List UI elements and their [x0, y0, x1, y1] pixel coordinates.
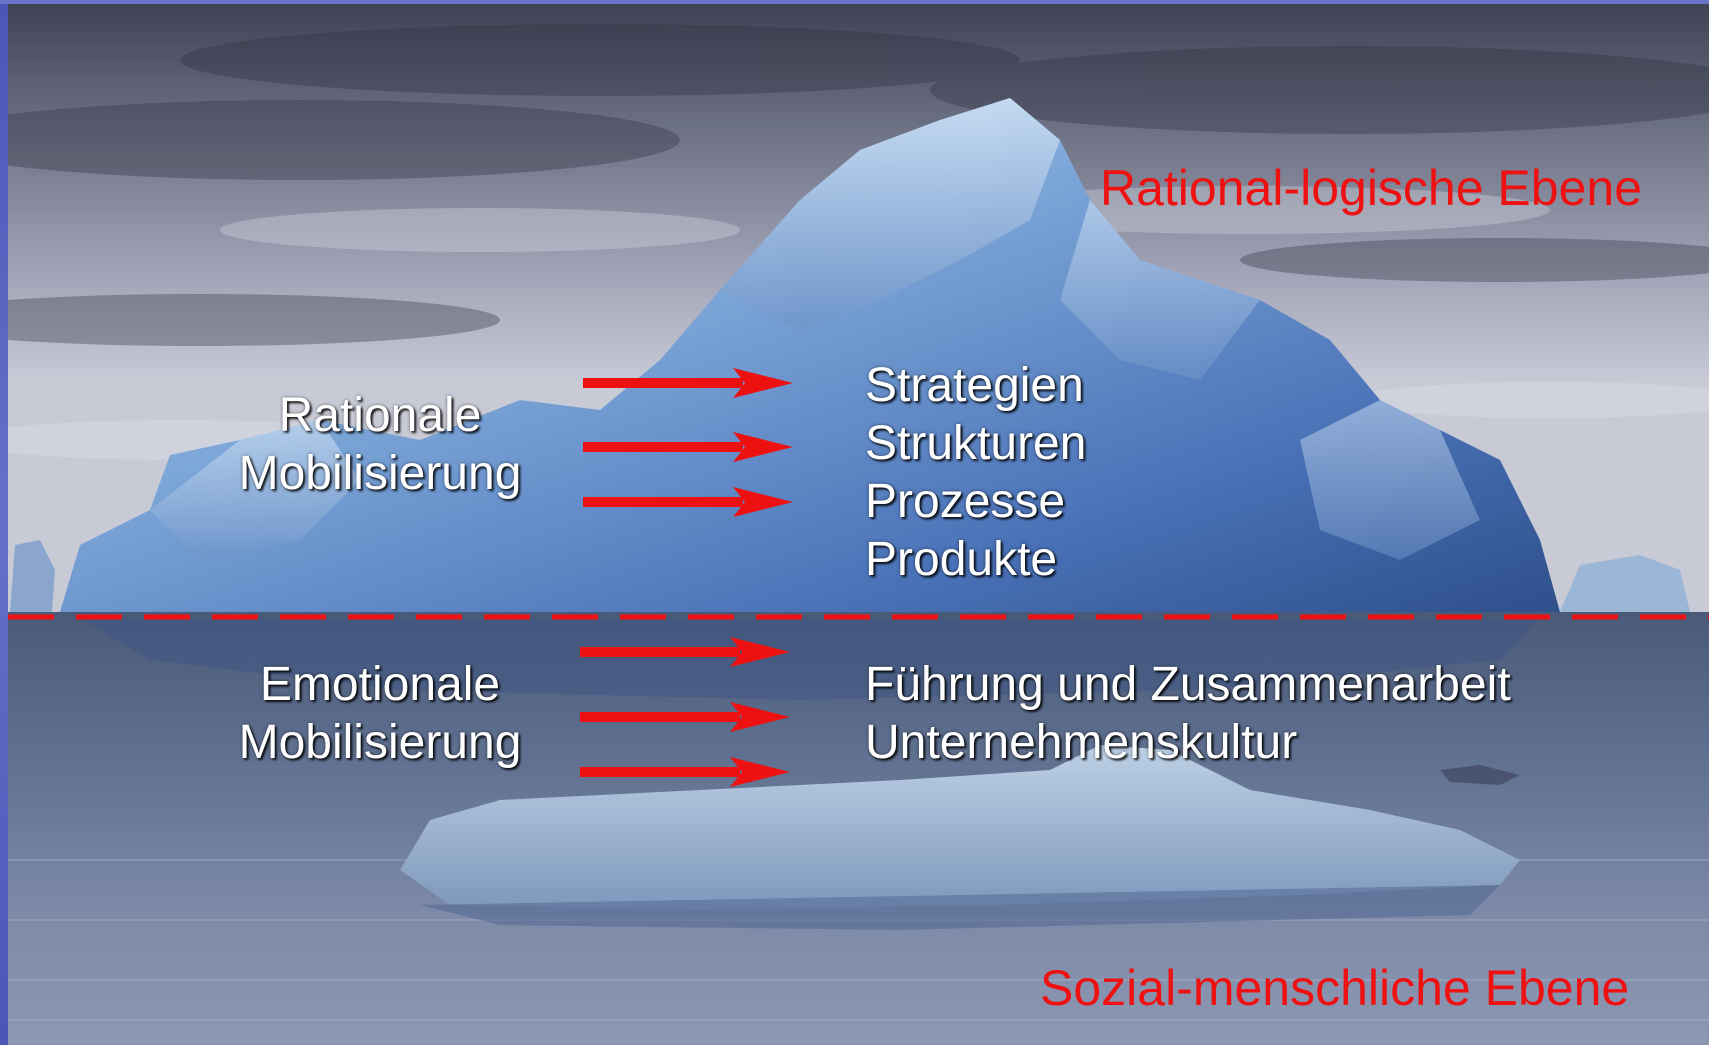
emotional-mobilization-line-1: Emotionale [259, 658, 501, 711]
slide-frame-left [0, 0, 8, 1045]
level-title-rational: Rational-logische Ebene [1100, 160, 1643, 216]
arrow-icon [580, 702, 790, 732]
below-water-list: Führung und Zusammenarbeit Unternehmensk… [865, 656, 1511, 772]
slide-frame-top [0, 0, 1709, 4]
above-water-list: Strategien Strukturen Prozesse Produkte [865, 357, 1086, 589]
list-item: Strukturen [865, 417, 1087, 470]
rational-mobilization-line-2: Mobilisierung [238, 447, 522, 500]
list-item: Strategien [865, 359, 1084, 412]
arrow-icon [580, 757, 790, 787]
list-item: Prozesse [865, 475, 1066, 528]
emotional-mobilization-line-2: Mobilisierung [238, 716, 522, 769]
level-title-social: Sozial-menschliche Ebene [1040, 960, 1630, 1016]
rational-mobilization-label: Rationale Mobilisierung [200, 387, 560, 503]
rational-mobilization-line-1: Rationale [278, 389, 482, 442]
list-item: Führung und Zusammenarbeit [865, 658, 1511, 711]
waterline-divider [8, 614, 1709, 620]
emotional-mobilization-label: Emotionale Mobilisierung [200, 656, 560, 772]
arrow-icon [580, 637, 790, 667]
arrow-icon [583, 487, 793, 517]
arrow-icon [583, 432, 793, 462]
list-item: Unternehmenskultur [865, 716, 1298, 769]
arrow-icon [583, 368, 793, 398]
list-item: Produkte [865, 533, 1058, 586]
